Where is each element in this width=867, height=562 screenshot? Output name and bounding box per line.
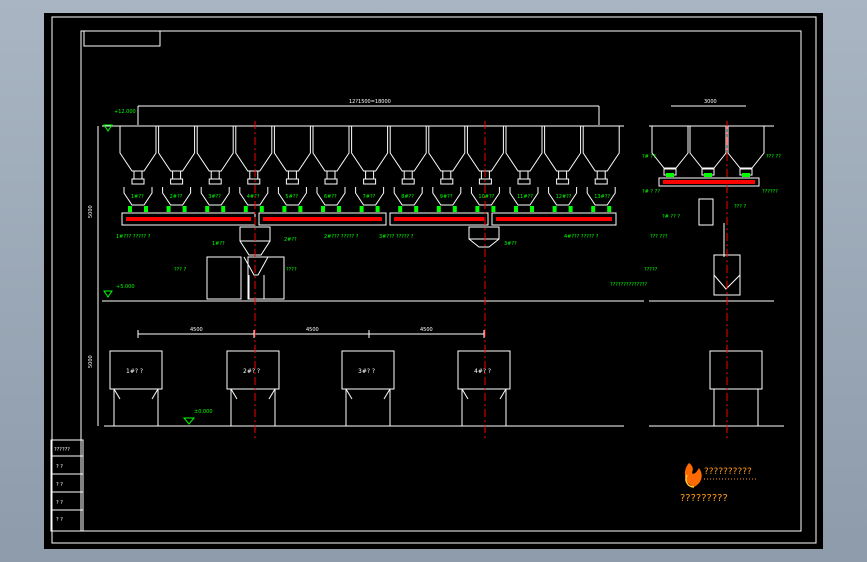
hopper-label: 11#?? [517, 194, 533, 200]
callout-left-mid-note: ??? ? [174, 267, 187, 273]
callouts: 1#??? ????? ? 2#??? ????? ? 3#??? ????? … [116, 154, 781, 288]
hopper: 6#?? [312, 126, 350, 212]
hopper-label: 4#?? [247, 194, 260, 200]
drawing-canvas[interactable]: ?????? ? ? ? ? ? ? ? ? 5000 5000 +12.000… [44, 13, 823, 549]
inner-frame [80, 30, 802, 532]
storage-bins: 1#? ? 2#? ? 3#? ? 4#? ? [109, 350, 763, 426]
left-transfer-unit [206, 226, 285, 300]
callout-scale-group-1: 1#??? ????? ? [116, 234, 151, 240]
height-upper-label: 5000 [88, 205, 94, 218]
storage-bin: 4#? ? [457, 350, 511, 426]
hopper-label: 3#?? [208, 194, 221, 200]
callout-left-bottom-note: ???? [286, 267, 297, 273]
hopper [727, 126, 765, 177]
mid-transfer-unit [468, 226, 500, 248]
hopper: 7#?? [351, 126, 389, 212]
hopper [689, 126, 727, 177]
callout-scale-group-2: 2#??? ????? ? [324, 234, 359, 240]
callout-right-note-4: ?????? [762, 189, 778, 195]
watermark-line-2: ????????? [680, 493, 728, 504]
hopper-row-right [651, 126, 765, 177]
storage-bin: 1#? ? [109, 350, 163, 426]
hopper: 12#?? [544, 126, 582, 212]
storage-bin-label: 3#? ? [358, 368, 375, 375]
hopper-label: 8#?? [401, 194, 414, 200]
hopper: 9#?? [428, 126, 466, 212]
span-2-label: 4500 [306, 327, 319, 333]
centerlines [254, 121, 728, 438]
hopper-row: 1#?? 2#?? 3#?? 4#?? 5#?? 6#?? 7#?? 8#?? 9#?? 10#?… [119, 126, 620, 212]
elevation-markers: +12.000 +5.000 ±0.000 [103, 109, 213, 425]
title-row-3: ? ? [56, 500, 63, 506]
hopper: 3#?? [196, 126, 234, 212]
storage-bin: 2#? ? [226, 350, 280, 426]
hopper: 5#?? [273, 126, 311, 212]
hopper: 2#?? [158, 126, 196, 212]
storage-bin-label: 4#? ? [474, 368, 491, 375]
watermark-line-1: ?????????? [704, 467, 752, 477]
hopper: 11#?? [505, 126, 543, 212]
hopper: 1#?? [119, 126, 157, 212]
hopper: 8#?? [389, 126, 427, 212]
hopper-label: 10#?? [478, 194, 494, 200]
storage-bin-label: 2#? ? [243, 368, 260, 375]
callout-right-note-6: ?# ?? ? [662, 214, 680, 220]
watermark-logo: ?????????? ????????? [680, 463, 756, 504]
callout-mid-tag-b: 3#?? [504, 241, 517, 247]
elevation-middle: +5.000 [116, 284, 135, 290]
hopper [651, 126, 689, 177]
hopper-label: 13#?? [594, 194, 610, 200]
callout-right-note-9: ?????????????? [610, 282, 647, 288]
callout-right-note-7: ??? ??? [650, 234, 668, 240]
callout-left-mixer-tag: 1#?? [212, 241, 225, 247]
title-row-4: ? ? [56, 517, 63, 523]
hopper-label: 7#?? [363, 194, 376, 200]
storage-bin: 3#? ? [341, 350, 395, 426]
scale-belts [121, 212, 617, 226]
callout-scale-group-3: 3#??? ????? ? [379, 234, 414, 240]
right-transfer-unit [658, 177, 760, 296]
corner-label-box [83, 30, 161, 47]
callout-right-note-5: ??? ? [734, 204, 747, 210]
title-row-0: ?????? [54, 447, 70, 453]
hopper-label: 1#?? [131, 194, 144, 200]
callout-right-note-2: ??? ?? [766, 154, 781, 160]
outer-frame [51, 16, 817, 544]
elevation-top: +12.000 [114, 109, 136, 115]
storage-bin [709, 350, 763, 426]
top-dim-label: 12?1500=18000 [349, 99, 391, 105]
lower-dims [137, 330, 485, 338]
hopper: 13#?? [582, 126, 620, 212]
hopper-label: 2#?? [170, 194, 183, 200]
callout-right-note-3: ?# ? ?? [642, 189, 660, 195]
height-lower-label: 5000 [88, 355, 94, 368]
callout-scale-group-4: 4#??? ????? ? [564, 234, 599, 240]
elevation-ground: ±0.000 [194, 409, 213, 415]
hopper-label: 5#?? [285, 194, 298, 200]
callout-right-note-8: ????? [644, 267, 658, 273]
title-row-1: ? ? [56, 464, 63, 470]
span-1-label: 4500 [190, 327, 203, 333]
title-block: ?????? ? ? ? ? ? ? ? ? [50, 439, 84, 532]
hopper: 4#?? [235, 126, 273, 212]
hopper-label: 9#?? [440, 194, 453, 200]
drawing-svg: ?????? ? ? ? ? ? ? ? ? 5000 5000 +12.000… [50, 16, 817, 544]
title-row-2: ? ? [56, 482, 63, 488]
span-3-label: 4500 [420, 327, 433, 333]
hopper-label: 12#?? [556, 194, 572, 200]
storage-bin-label: 1#? ? [126, 368, 143, 375]
callout-mid-tag-a: 2#?? [284, 237, 297, 243]
hopper-label: 6#?? [324, 194, 337, 200]
callout-right-note-1: ?# ?? [642, 154, 656, 160]
right-dim-label: 3000 [704, 99, 717, 105]
